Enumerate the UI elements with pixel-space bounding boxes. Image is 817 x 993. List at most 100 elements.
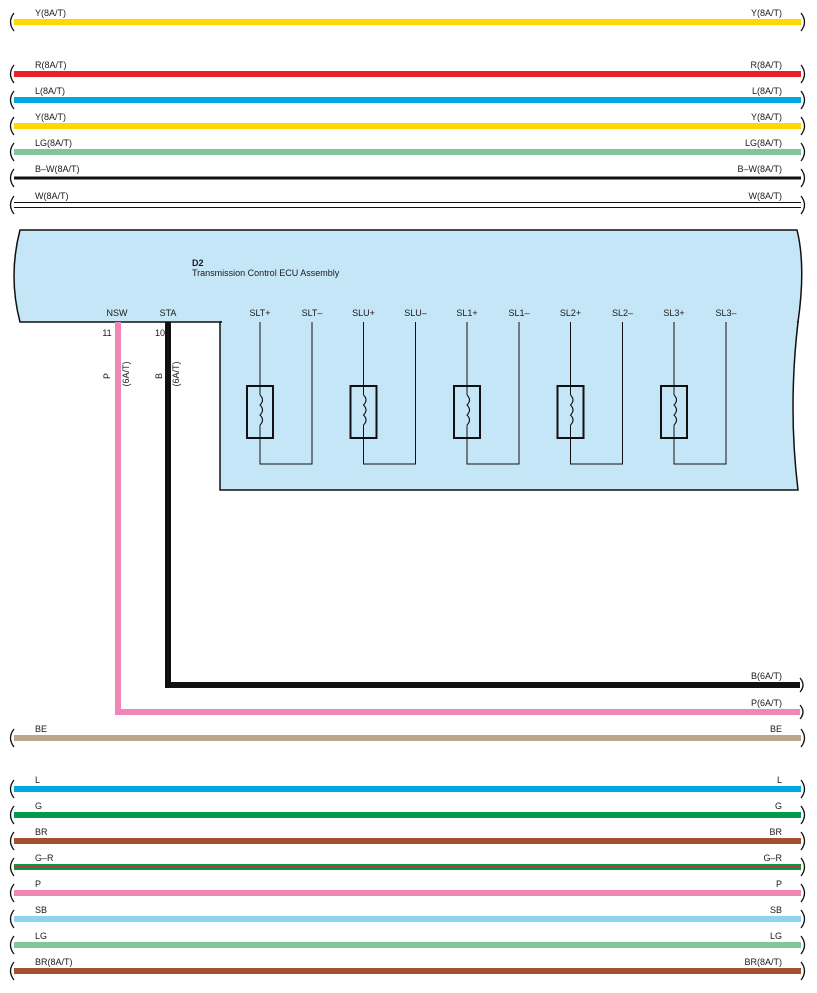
nsw-wire-end-wave: [799, 704, 804, 720]
coil-icon: [569, 394, 574, 426]
wire-break-left: [9, 831, 15, 851]
wire-label-right: BR: [769, 827, 782, 837]
top-wire-4: LG(8A/T)LG(8A/T): [9, 138, 806, 162]
solenoid-pin-label-plus: SLT+: [249, 308, 270, 318]
wire-label-right: Y(8A/T): [751, 8, 782, 18]
solenoid-3: SL1+SL1–: [453, 308, 530, 465]
wire-label-left: Y(8A/T): [35, 112, 66, 122]
ecu-d2: D2 Transmission Control ECU Assembly NSW…: [13, 229, 803, 491]
solenoid-pin-label-minus: SLT–: [302, 308, 323, 318]
bottom-wire-6: SB SB: [9, 905, 806, 929]
wire-break-right: [800, 12, 806, 32]
sta-wire-end-wave: [799, 677, 804, 693]
sta-wire: [165, 322, 800, 688]
top-wire-6: W(8A/T) W(8A/T): [9, 191, 806, 215]
wire-break-left: [9, 12, 15, 32]
wire-label-right: SB: [770, 905, 782, 915]
solenoid-pin-label-minus: SLU–: [404, 308, 427, 318]
wire-break-right: [800, 805, 806, 825]
wire-break-right: [800, 90, 806, 110]
wire-break-left: [9, 728, 15, 748]
wire-break-right: [800, 168, 806, 188]
bottom-wire-0: BE BE: [9, 724, 806, 748]
top-wire-5: B–W(8A/T)B–W(8A/T): [9, 164, 806, 188]
top-wire-2: L(8A/T)L(8A/T): [9, 86, 806, 110]
sta-wire-color-code: B: [154, 373, 164, 379]
solenoid-pin-label-minus: SL3–: [715, 308, 736, 318]
ecu-name: Transmission Control ECU Assembly: [192, 268, 340, 278]
solenoid-pin-label-plus: SL3+: [663, 308, 684, 318]
wire-label-right: Y(8A/T): [751, 112, 782, 122]
wire-break-left: [9, 168, 15, 188]
wire-label-right: G–R: [763, 853, 782, 863]
wire-break-right: [800, 195, 806, 215]
wire-label-left: BR(8A/T): [35, 957, 73, 967]
ecu-code: D2: [192, 258, 204, 268]
wire-break-right: [800, 935, 806, 955]
wire-label-left: Y(8A/T): [35, 8, 66, 18]
wire-label-left: LG: [35, 931, 47, 941]
wire-break-left: [9, 195, 15, 215]
wire-label-right: W(8A/T): [749, 191, 783, 201]
solenoid-pin-label-plus: SL1+: [456, 308, 477, 318]
solenoid-4: SL2+ SL2–: [556, 308, 633, 465]
wire-break-left: [9, 779, 15, 799]
ecu-seam-cover: [222, 320, 797, 324]
wire-break-right: [800, 116, 806, 136]
wire-label-left: SB: [35, 905, 47, 915]
wire-break-left: [9, 935, 15, 955]
wire-label-right: L: [777, 775, 782, 785]
bottom-wire-4: G–R G–R: [9, 853, 806, 877]
solenoid-pin-label-minus: SL2–: [612, 308, 633, 318]
solenoid-1: SLT+ SLT–: [246, 308, 323, 465]
pin-number-sta: 10: [155, 328, 165, 338]
nsw-wire: [115, 322, 800, 715]
ecu-output-wires: P (6A/T) B (6A/T) B(6A/T) P(6A/T): [102, 322, 804, 720]
wire-break-right: [800, 728, 806, 748]
wire-break-left: [9, 142, 15, 162]
wire-break-right: [800, 961, 806, 981]
wire-break-right: [800, 857, 806, 877]
wire-break-left: [9, 116, 15, 136]
wire-label-left: BR: [35, 827, 48, 837]
nsw-wire-note: (6A/T): [121, 361, 131, 386]
sta-wire-bend-label: B(6A/T): [751, 671, 782, 681]
top-wire-group: Y(8A/T)Y(8A/T)R(8A/T)R(8A/T)L(8A/T)L(8A/…: [9, 8, 806, 215]
wire-break-left: [9, 961, 15, 981]
coil-icon: [362, 394, 367, 426]
wire-break-left: [9, 857, 15, 877]
wire-break-right: [800, 779, 806, 799]
top-wire-3: Y(8A/T) Y(8A/T): [9, 112, 806, 136]
wire-break-left: [9, 90, 15, 110]
wire-label-right: BE: [770, 724, 782, 734]
wire-break-right: [800, 909, 806, 929]
solenoid-5: SL3+ SL3–: [660, 308, 737, 465]
wire-label-right: P: [776, 879, 782, 889]
wire-break-left: [9, 805, 15, 825]
ecu-lower-body: [219, 321, 799, 491]
wire-label-left: P: [35, 879, 41, 889]
pin-label-nsw: NSW: [107, 308, 129, 318]
nsw-wire-color-code: P: [102, 373, 112, 379]
wire-break-right: [800, 883, 806, 903]
pin-label-sta: STA: [160, 308, 177, 318]
wire-label-right: B–W(8A/T): [737, 164, 782, 174]
wire-label-left: W(8A/T): [35, 191, 69, 201]
sta-wire-note: (6A/T): [171, 361, 181, 386]
coil-icon: [673, 394, 678, 426]
top-wire-0: Y(8A/T) Y(8A/T): [9, 8, 806, 32]
wire-label-left: G–R: [35, 853, 54, 863]
wire-break-right: [800, 831, 806, 851]
coil-icon: [259, 394, 264, 426]
wire-label-right: L(8A/T): [752, 86, 782, 96]
pin-number-nsw: 11: [102, 328, 111, 338]
wire-label-right: R(8A/T): [751, 60, 783, 70]
solenoid-pin-label-plus: SL2+: [560, 308, 581, 318]
wire-label-left: L: [35, 775, 40, 785]
wire-label-left: BE: [35, 724, 47, 734]
